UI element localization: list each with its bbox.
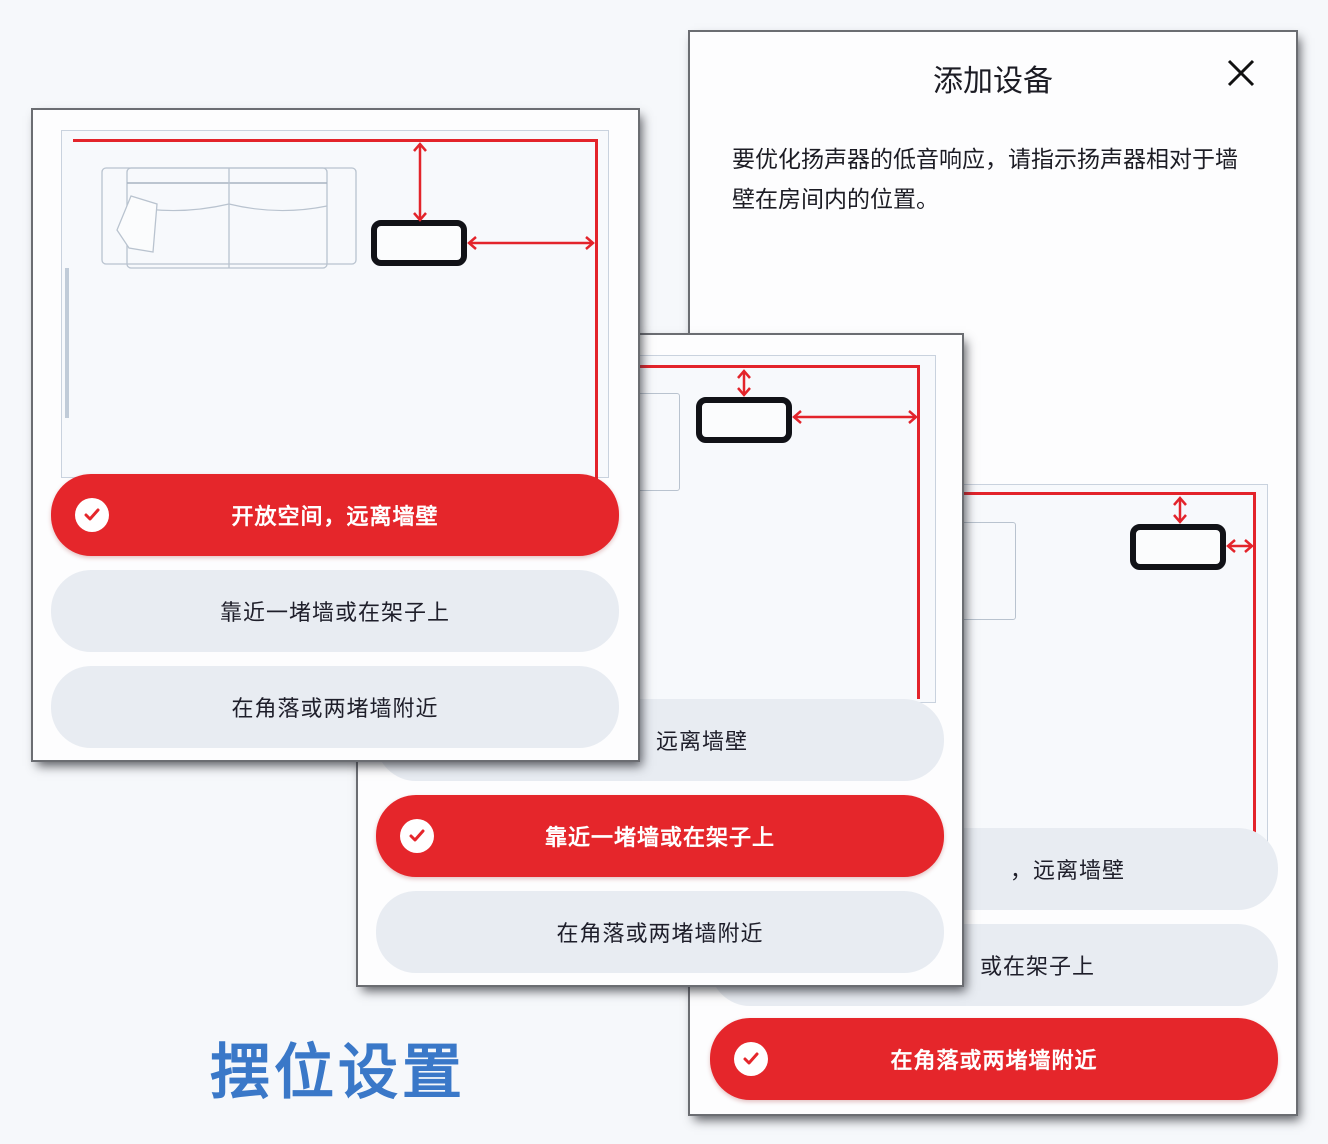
option-label: 远离墙壁 bbox=[656, 730, 749, 755]
option-label: ，远离墙壁 bbox=[1010, 859, 1126, 884]
check-icon bbox=[75, 498, 109, 532]
dialog-description: 要优化扬声器的低音响应，请指示扬声器相对于墙壁在房间内的位置。 bbox=[732, 147, 1238, 213]
sofa-icon bbox=[958, 522, 1016, 620]
speaker-icon bbox=[371, 220, 467, 266]
caption-title: 摆位设置 bbox=[210, 1038, 466, 1108]
placement-panel-open-space: 开放空间，远离墙壁 靠近一堵墙或在架子上 在角落或两堵墙附近 bbox=[33, 110, 638, 760]
distance-arrow-top-icon bbox=[1173, 496, 1187, 524]
option-label: 在角落或两堵墙附近 bbox=[231, 697, 439, 722]
distance-arrow-top-icon bbox=[737, 369, 751, 397]
option-open-space-selected[interactable]: 开放空间，远离墙壁 bbox=[51, 474, 619, 556]
option-label: 靠近一堵墙或在架子上 bbox=[544, 826, 775, 851]
distance-arrow-side-icon bbox=[467, 236, 595, 250]
dialog-title: 添加设备 bbox=[933, 64, 1053, 99]
option-label: 开放空间，远离墙壁 bbox=[231, 505, 439, 530]
wall-line-top bbox=[588, 365, 920, 368]
option-label: 在角落或两堵墙附近 bbox=[890, 1049, 1098, 1074]
option-near-wall-selected[interactable]: 靠近一堵墙或在架子上 bbox=[376, 795, 944, 877]
wall-line-right bbox=[1253, 492, 1256, 837]
option-near-wall[interactable]: 靠近一堵墙或在架子上 bbox=[51, 570, 619, 652]
close-button[interactable] bbox=[1224, 56, 1258, 90]
option-label: 靠近一堵墙或在架子上 bbox=[219, 601, 450, 626]
option-corner[interactable]: 在角落或两堵墙附近 bbox=[51, 666, 619, 748]
distance-arrow-side-icon bbox=[792, 410, 918, 424]
sofa-icon bbox=[101, 167, 357, 269]
check-icon bbox=[734, 1042, 768, 1076]
check-icon bbox=[400, 819, 434, 853]
option-corner[interactable]: 在角落或两堵墙附近 bbox=[376, 891, 944, 973]
wall-line-top bbox=[73, 139, 597, 142]
option-corner-selected[interactable]: 在角落或两堵墙附近 bbox=[710, 1018, 1278, 1100]
distance-arrow-top-icon bbox=[413, 142, 427, 222]
wall-line-right bbox=[595, 139, 598, 479]
wall-line-right bbox=[917, 365, 920, 699]
speaker-icon bbox=[1130, 524, 1226, 570]
close-icon bbox=[1227, 59, 1255, 87]
speaker-icon bbox=[696, 397, 792, 443]
option-label: 或在架子上 bbox=[980, 955, 1096, 980]
wall-line-top bbox=[950, 492, 1256, 495]
option-label: 在角落或两堵墙附近 bbox=[556, 922, 764, 947]
distance-arrow-side-icon bbox=[1226, 539, 1254, 553]
window-line bbox=[65, 268, 69, 418]
room-illustration bbox=[61, 130, 609, 478]
